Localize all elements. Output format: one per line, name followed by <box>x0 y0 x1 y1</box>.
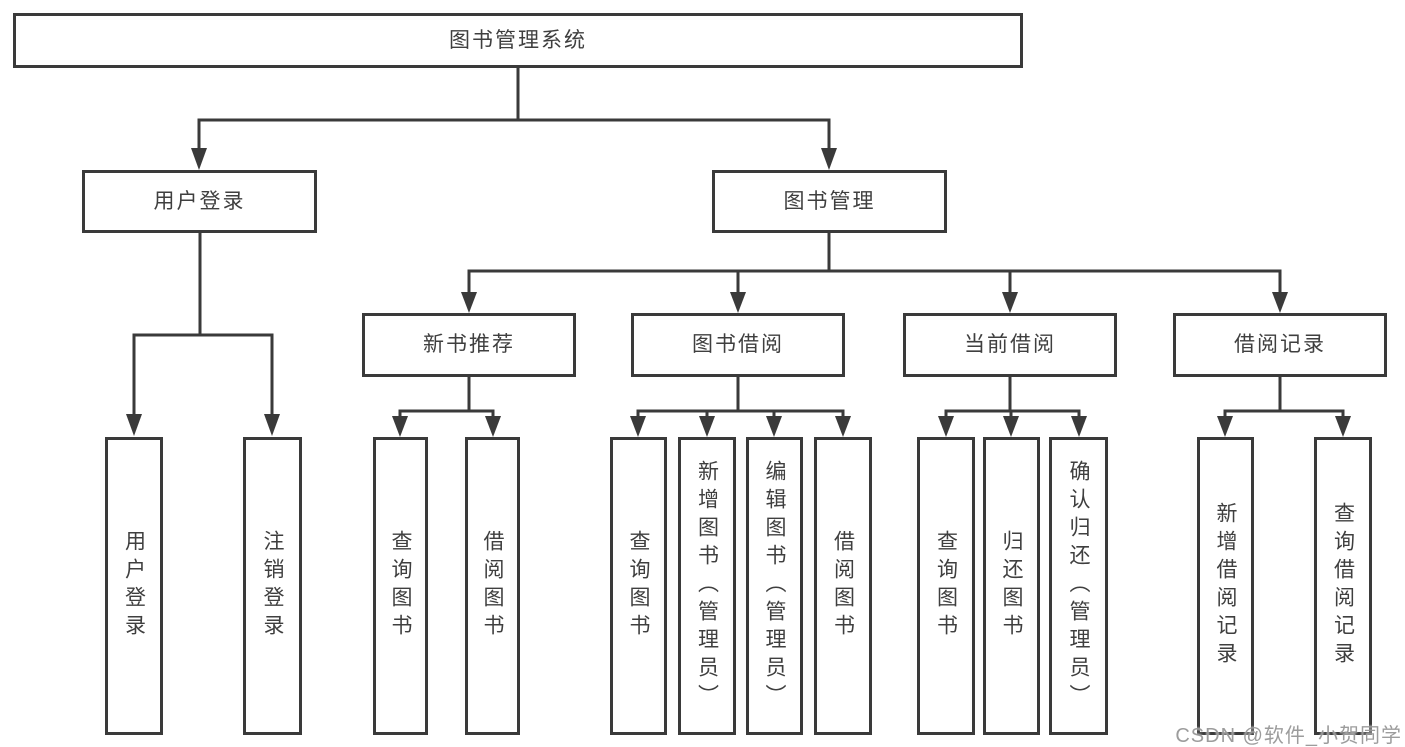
arrow-down-icon <box>1003 416 1019 437</box>
arrow-down-icon <box>730 292 746 313</box>
leaf-edit-books-admin: 编辑图书（管理员） <box>746 437 803 735</box>
connector-borrow-records-branch <box>1217 375 1351 437</box>
leaf-borrow-books-recommend: 借阅图书 <box>465 437 520 735</box>
node-book-borrow: 图书借阅 <box>631 313 845 377</box>
node-borrow-records-label: 借阅记录 <box>1234 333 1326 357</box>
node-borrow-records: 借阅记录 <box>1173 313 1387 377</box>
connector-book-borrow-branch <box>630 375 851 437</box>
leaf-query-borrow-record-label: 查询借阅记录 <box>1331 502 1355 670</box>
leaf-query-books-borrow-label: 查询图书 <box>627 530 650 642</box>
leaf-return-books: 归还图书 <box>983 437 1040 735</box>
node-current-borrow-label: 当前借阅 <box>964 333 1056 357</box>
leaf-add-borrow-record-label: 新增借阅记录 <box>1214 502 1237 670</box>
leaf-query-books-borrow: 查询图书 <box>610 437 667 735</box>
arrow-down-icon <box>1071 416 1087 437</box>
leaf-add-books-admin: 新增图书（管理员） <box>678 437 736 735</box>
arrow-down-icon <box>821 148 837 170</box>
arrow-down-icon <box>1335 416 1351 437</box>
leaf-query-borrow-record: 查询借阅记录 <box>1314 437 1372 735</box>
leaf-query-books-recommend-label: 查询图书 <box>389 530 412 642</box>
arrow-down-icon <box>835 416 851 437</box>
leaf-confirm-return-admin: 确认归还（管理员） <box>1049 437 1108 735</box>
leaf-borrow-books-recommend-label: 借阅图书 <box>481 530 504 642</box>
leaf-query-books-recommend: 查询图书 <box>373 437 428 735</box>
arrow-down-icon <box>1002 292 1018 313</box>
leaf-borrow-books-label: 借阅图书 <box>831 530 855 642</box>
connector-new-book-recommend-branch <box>392 375 501 437</box>
node-book-management-label: 图书管理 <box>783 189 876 213</box>
arrow-down-icon <box>938 416 954 437</box>
arrow-down-icon <box>1272 292 1288 313</box>
arrow-down-icon <box>461 292 477 313</box>
leaf-edit-books-admin-label: 编辑图书（管理员） <box>763 460 786 712</box>
leaf-add-borrow-record: 新增借阅记录 <box>1197 437 1254 735</box>
node-new-book-recommend: 新书推荐 <box>362 313 576 377</box>
leaf-add-books-admin-label: 新增图书（管理员） <box>695 460 719 712</box>
node-root-label: 图书管理系统 <box>449 28 587 52</box>
arrow-down-icon <box>126 414 142 436</box>
connector-current-borrow-branch <box>938 375 1087 437</box>
node-user-login: 用户登录 <box>82 170 317 233</box>
csdn-watermark: CSDN @软件_小贺同学 <box>1175 725 1402 747</box>
leaf-query-books-current: 查询图书 <box>917 437 975 735</box>
leaf-logout-label: 注销登录 <box>261 530 284 642</box>
node-book-borrow-label: 图书借阅 <box>692 333 784 357</box>
arrow-down-icon <box>264 414 280 436</box>
arrow-down-icon <box>630 416 646 437</box>
arrow-down-icon <box>392 416 408 437</box>
leaf-logout: 注销登录 <box>243 437 302 735</box>
node-current-borrow: 当前借阅 <box>903 313 1117 377</box>
arrow-down-icon <box>1217 416 1233 437</box>
node-book-management: 图书管理 <box>712 170 947 233</box>
connector-root-to-level2 <box>191 66 837 170</box>
arrow-down-icon <box>699 416 715 437</box>
node-new-book-recommend-label: 新书推荐 <box>423 333 515 357</box>
arrow-down-icon <box>485 416 501 437</box>
connector-user-login-branch <box>126 231 280 436</box>
arrow-down-icon <box>766 416 782 437</box>
leaf-user-login: 用户登录 <box>105 437 163 735</box>
node-user-login-label: 用户登录 <box>153 189 246 213</box>
node-root: 图书管理系统 <box>13 13 1023 68</box>
connector-book-management-branch <box>461 231 1288 313</box>
leaf-return-books-label: 归还图书 <box>1000 530 1023 642</box>
leaf-user-login-label: 用户登录 <box>122 530 146 642</box>
leaf-borrow-books: 借阅图书 <box>814 437 872 735</box>
arrow-down-icon <box>191 148 207 170</box>
leaf-confirm-return-admin-label: 确认归还（管理员） <box>1067 460 1090 712</box>
leaf-query-books-current-label: 查询图书 <box>934 530 958 642</box>
